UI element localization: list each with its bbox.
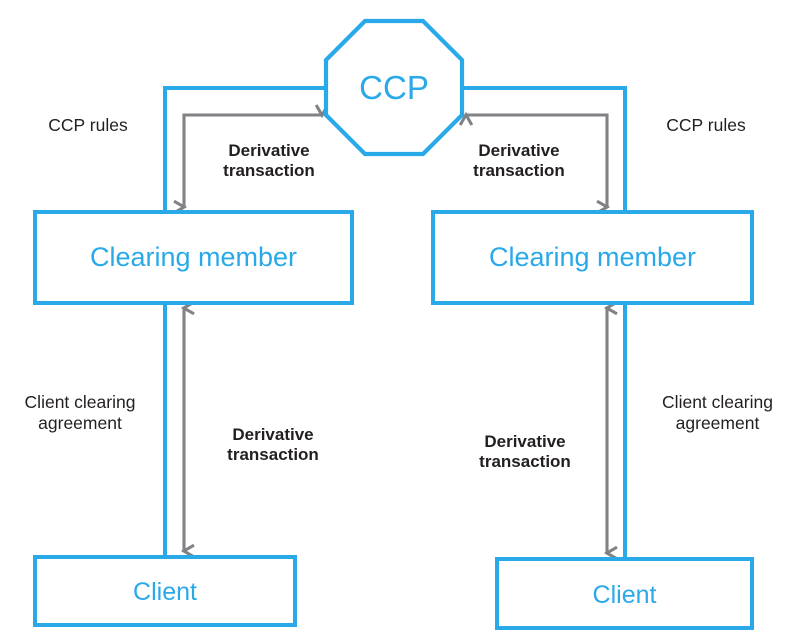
edge-label-client-clearing-agreement-left: Client clearing agreement: [24, 392, 136, 433]
connector-derivative-transaction-top-left: [184, 115, 322, 207]
connector-ccp-rules-right: [461, 86, 627, 212]
connector-derivative-transaction-top-right: [466, 115, 607, 207]
node-shape-client-right: [495, 557, 754, 630]
edge-label-client-clearing-agreement-right: Client clearing agreement: [662, 392, 773, 433]
node-clearing-member-right[interactable]: [433, 212, 752, 303]
edge-label-derivative-transaction-top-right: Derivative transaction: [473, 141, 565, 181]
edge-label-derivative-transaction-bottom-left: Derivative transaction: [227, 425, 319, 465]
node-shape-clearing-member-right: [431, 210, 754, 305]
node-client-right[interactable]: [497, 559, 752, 628]
node-shape-ccp: [323, 18, 465, 157]
node-shape-client-left: [33, 555, 297, 627]
node-clearing-member-left[interactable]: [35, 212, 352, 303]
node-client-left[interactable]: [35, 557, 295, 625]
edge-label-ccp-rules-right: CCP rules: [666, 115, 746, 135]
edge-label-derivative-transaction-bottom-right: Derivative transaction: [479, 432, 571, 472]
edge-label-derivative-transaction-top-left: Derivative transaction: [223, 141, 315, 181]
connector-ccp-rules-left: [163, 86, 327, 212]
node-shape-clearing-member-left: [33, 210, 354, 305]
edge-label-ccp-rules-left: CCP rules: [48, 115, 128, 135]
node-ccp[interactable]: [326, 21, 462, 154]
